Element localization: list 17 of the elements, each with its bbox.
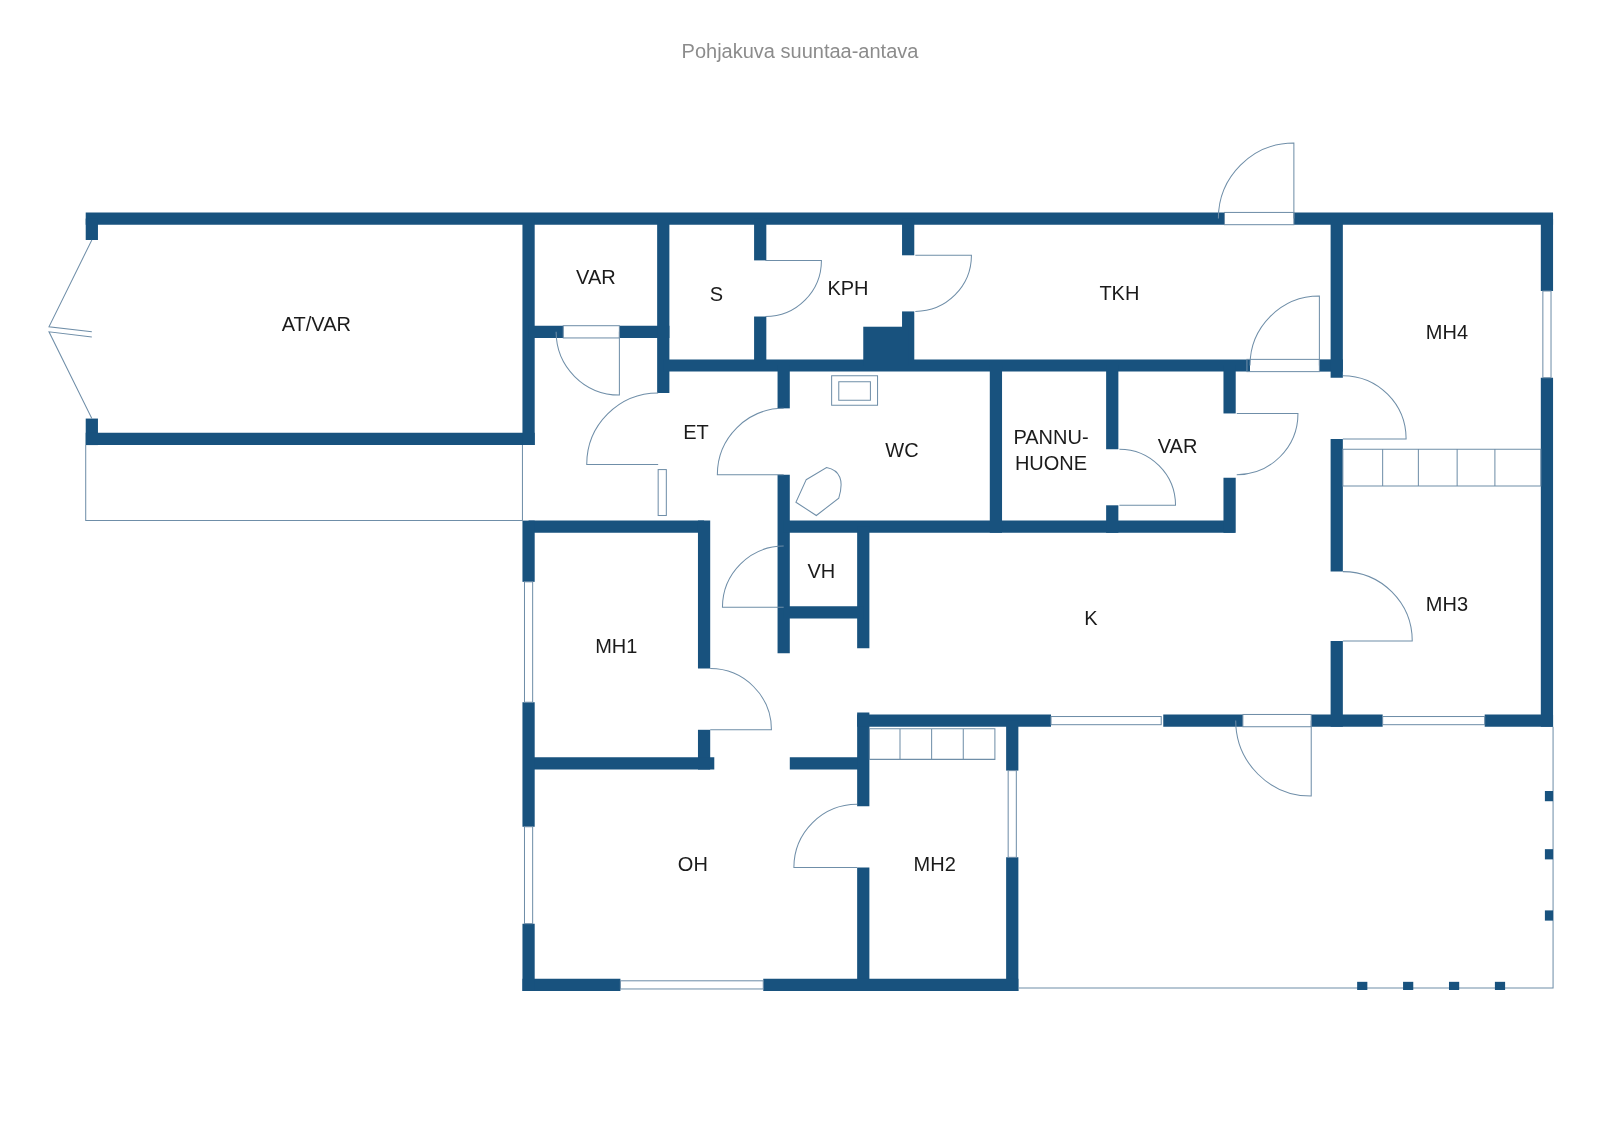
room-label: VH	[807, 559, 836, 585]
room-label: AT/VAR	[281, 312, 351, 338]
room-label: VAR	[576, 264, 616, 290]
plan-title: Pohjakuva suuntaa-antava	[681, 39, 919, 63]
room-label: PANNU-HUONE	[1012, 425, 1090, 476]
room-label: TKH	[1099, 280, 1140, 306]
room-label: KPH	[827, 275, 869, 301]
room-label: MH4	[1425, 319, 1469, 345]
room-label: MH3	[1425, 592, 1469, 618]
room-label: S	[709, 281, 723, 307]
room-label: K	[1084, 606, 1098, 632]
room-label: MH2	[913, 852, 956, 878]
room-label: WC	[885, 438, 919, 463]
room-label: VAR	[1157, 433, 1198, 459]
room-label: MH1	[595, 633, 638, 659]
room-label: OH	[677, 852, 708, 878]
room-label: ET	[683, 419, 709, 445]
